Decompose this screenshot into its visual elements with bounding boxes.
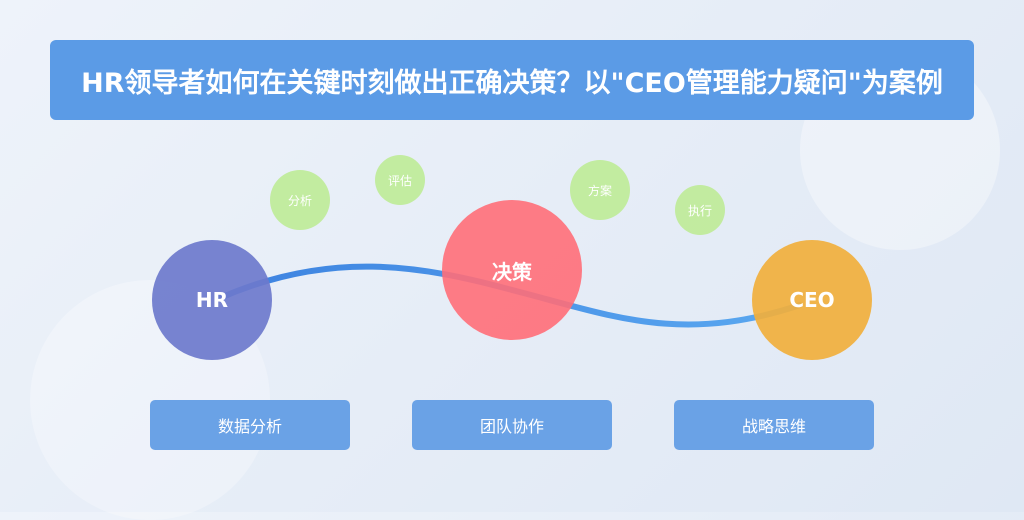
- skill-label: 数据分析: [217, 417, 282, 436]
- skill-box-strategic-thinking: 战略思维: [674, 400, 874, 450]
- bubble-label: 评估: [387, 173, 412, 188]
- node-decision: 决策: [442, 200, 582, 340]
- skill-label: 战略思维: [741, 417, 806, 436]
- bubble-label: 方案: [587, 183, 612, 198]
- skill-box-teamwork: 团队协作: [412, 400, 612, 450]
- bubble-analysis: 分析: [270, 170, 330, 230]
- bubble-evaluation: 评估: [375, 155, 425, 205]
- bubble-label: 分析: [287, 193, 312, 208]
- skill-label: 团队协作: [479, 417, 544, 436]
- node-hr: HR: [152, 240, 272, 360]
- page-title: HR领导者如何在关键时刻做出正确决策？以"CEO管理能力疑问"为案例: [81, 67, 943, 99]
- node-decision-label: 决策: [492, 259, 532, 284]
- title-banner: HR领导者如何在关键时刻做出正确决策？以"CEO管理能力疑问"为案例: [50, 40, 974, 120]
- bubble-execution: 执行: [675, 185, 725, 235]
- skill-box-data-analysis: 数据分析: [150, 400, 350, 450]
- node-ceo: CEO: [752, 240, 872, 360]
- bubble-label: 执行: [687, 203, 712, 218]
- node-ceo-label: CEO: [789, 288, 835, 312]
- bubble-plan: 方案: [570, 160, 630, 220]
- node-hr-label: HR: [195, 288, 229, 312]
